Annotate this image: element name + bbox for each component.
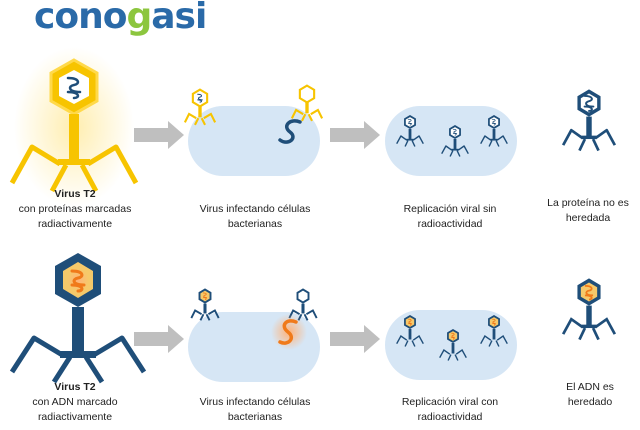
arrow-1a	[134, 121, 184, 149]
yellow-phage-attaching-2	[290, 84, 324, 122]
arrow-1b	[330, 121, 380, 149]
arrow-2a	[134, 325, 184, 353]
progeny-phage-labeled	[480, 315, 508, 347]
progeny-phage-labeled	[396, 315, 424, 347]
phage-attaching-3	[190, 288, 220, 321]
result-phage-1	[561, 88, 617, 152]
caption-virus-dna: Virus T2 con ADN marcado radiactivamente	[10, 380, 140, 425]
phage-attaching-4	[288, 288, 318, 321]
caption-title: Virus T2	[54, 381, 96, 393]
labeled-dna-phage	[9, 253, 147, 384]
caption-desc: con proteínas marcadas radiactivamente	[18, 203, 132, 230]
brand-logo: conogasi	[34, 0, 207, 37]
caption-replication-2: Replicación viral con radioactividad	[401, 396, 499, 423]
yellow-phage-attaching-1	[183, 88, 217, 126]
caption-title: Virus T2	[54, 188, 96, 200]
caption-infecting-1: Virus infectando células bacterianas	[199, 203, 311, 230]
bacterial-cell-2b	[385, 310, 517, 380]
result-phage-2	[561, 278, 617, 341]
injected-dna-1	[278, 119, 302, 144]
caption-result-1: La proteína no es heredada	[547, 197, 629, 224]
caption-desc: con ADN marcado radiactivamente	[32, 396, 118, 423]
injected-dna-2	[278, 319, 298, 345]
progeny-phage-labeled	[439, 329, 467, 361]
labeled-protein-phage	[9, 47, 139, 207]
caption-infecting-2: Virus infectando células bacterianas	[199, 396, 311, 423]
caption-replication-1: Replicación viral sin radioactividad	[403, 203, 497, 230]
caption-result-2: El ADN es heredado	[566, 381, 614, 408]
bacterial-cell-1b	[385, 106, 517, 176]
arrow-2b	[330, 325, 380, 353]
caption-virus-protein: Virus T2 con proteínas marcadas radiacti…	[10, 187, 140, 232]
